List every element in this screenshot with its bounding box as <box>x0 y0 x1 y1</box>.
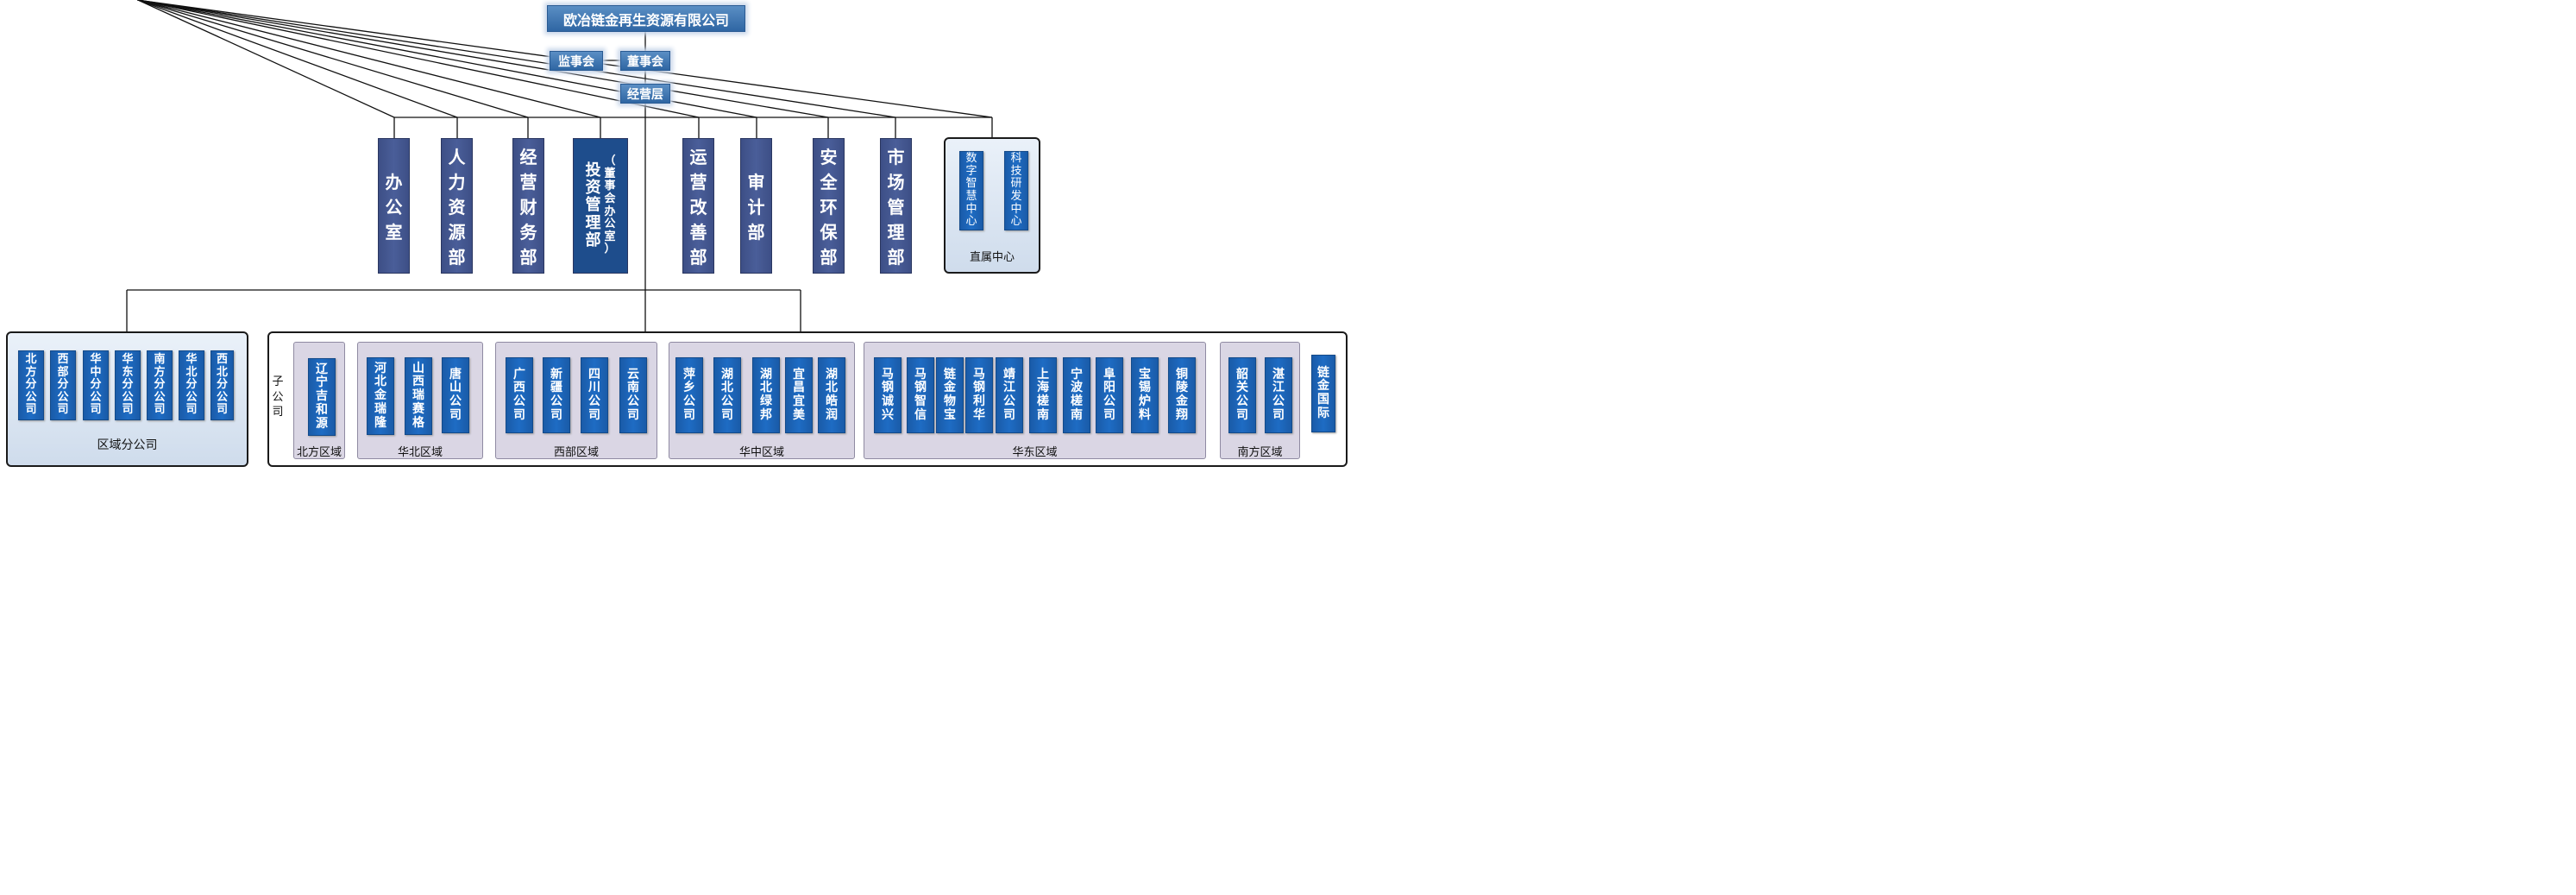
subsidiary-company: 新疆公司 <box>543 357 570 433</box>
connector <box>137 0 529 118</box>
subsidiary-company: 广西公司 <box>506 357 533 433</box>
department-subtitle: （董事会办公室） <box>604 154 616 256</box>
center-tech: 科技研发中心 <box>1004 151 1028 230</box>
regional-branch: 华中分公司 <box>83 350 109 420</box>
subsidiary-company: 链金物宝 <box>936 357 964 433</box>
subsidiary-company: 辽宁吉和源 <box>308 358 336 436</box>
department-market: 市场管理部 <box>880 138 912 274</box>
subsidiary-company: 湖北公司 <box>713 357 741 433</box>
subsidiary-company: 湛江公司 <box>1265 357 1292 433</box>
subsidiary-company: 云南公司 <box>619 357 647 433</box>
subsidiaries-label: 子公司 <box>272 375 284 419</box>
subsidiary-company: 铜陵金翔 <box>1168 357 1196 433</box>
regional-branches-label: 区域分公司 <box>97 438 158 452</box>
connector <box>137 0 601 118</box>
regional-branch: 华北分公司 <box>179 350 204 420</box>
company-name: 欧冶链金再生资源有限公司 <box>562 11 729 28</box>
subsidiary-company: 靖江公司 <box>996 357 1023 433</box>
regional-branch: 华东分公司 <box>115 350 141 420</box>
regional-branch: 南方分公司 <box>147 350 173 420</box>
region-label: 华东区域 <box>1012 446 1058 459</box>
subsidiary-standalone: 链金国际 <box>1311 355 1335 432</box>
subsidiary-company: 宝锡炉料 <box>1131 357 1159 433</box>
department-finance: 经营财务部 <box>512 138 544 274</box>
board-label: 董事会 <box>627 54 663 69</box>
subsidiary-company: 湖北皓润 <box>818 357 845 433</box>
region-label: 北方区域 <box>296 446 342 459</box>
regional-branch: 西部分公司 <box>50 350 76 420</box>
subsidiaries-panel <box>267 331 1348 467</box>
subsidiary-company: 阜阳公司 <box>1096 357 1123 433</box>
region-label: 南方区域 <box>1237 446 1283 459</box>
department-operations: 运营改善部 <box>682 138 714 274</box>
subsidiary-company: 河北金瑞隆 <box>367 357 394 435</box>
department-hr: 人力资源部 <box>441 138 473 274</box>
subsidiary-company: 马钢利华 <box>965 357 993 433</box>
department-investment: 投资管理部（董事会办公室） <box>573 138 628 274</box>
company-box: 欧冶链金再生资源有限公司 <box>547 5 745 32</box>
regional-branch: 西北分公司 <box>210 350 234 420</box>
subsidiary-company: 宁波槎南 <box>1063 357 1090 433</box>
center-digital: 数字智慧中心 <box>959 151 983 230</box>
management-label: 经营层 <box>627 87 663 102</box>
management-box: 经营层 <box>620 84 670 104</box>
connector <box>137 0 896 118</box>
subsidiary-company: 马钢诚兴 <box>874 357 902 433</box>
department-office: 办公室 <box>378 138 410 274</box>
subsidiary-company: 唐山公司 <box>442 357 469 433</box>
subsidiary-company: 四川公司 <box>581 357 608 433</box>
department-safety: 安全环保部 <box>813 138 845 274</box>
region-label: 华北区域 <box>397 446 443 459</box>
subsidiary-company: 山西瑞赛格 <box>405 357 432 435</box>
subsidiary-company: 湖北绿邦 <box>752 357 780 433</box>
board-box: 董事会 <box>620 51 670 71</box>
direct-centers-label: 直属中心 <box>969 251 1015 264</box>
org-chart: 欧冶链金再生资源有限公司 监事会 董事会 经营层 办公室 人力资源部 经营财务部… <box>0 0 1353 470</box>
subsidiary-company: 马钢智信 <box>907 357 934 433</box>
subsidiary-company: 宜昌宜美 <box>785 357 813 433</box>
department-name: 投资管理部 <box>585 161 601 249</box>
department-audit: 审计部 <box>740 138 772 274</box>
region-label: 华中区域 <box>738 446 784 459</box>
region-label: 西部区域 <box>553 446 599 459</box>
subsidiary-company: 上海槎南 <box>1029 357 1057 433</box>
subsidiary-company: 韶关公司 <box>1228 357 1256 433</box>
regional-branch: 北方分公司 <box>18 350 44 420</box>
subsidiary-company: 萍乡公司 <box>675 357 703 433</box>
connector <box>137 0 395 118</box>
supervisors-label: 监事会 <box>558 54 594 69</box>
connector <box>137 0 458 118</box>
supervisors-box: 监事会 <box>550 51 603 71</box>
